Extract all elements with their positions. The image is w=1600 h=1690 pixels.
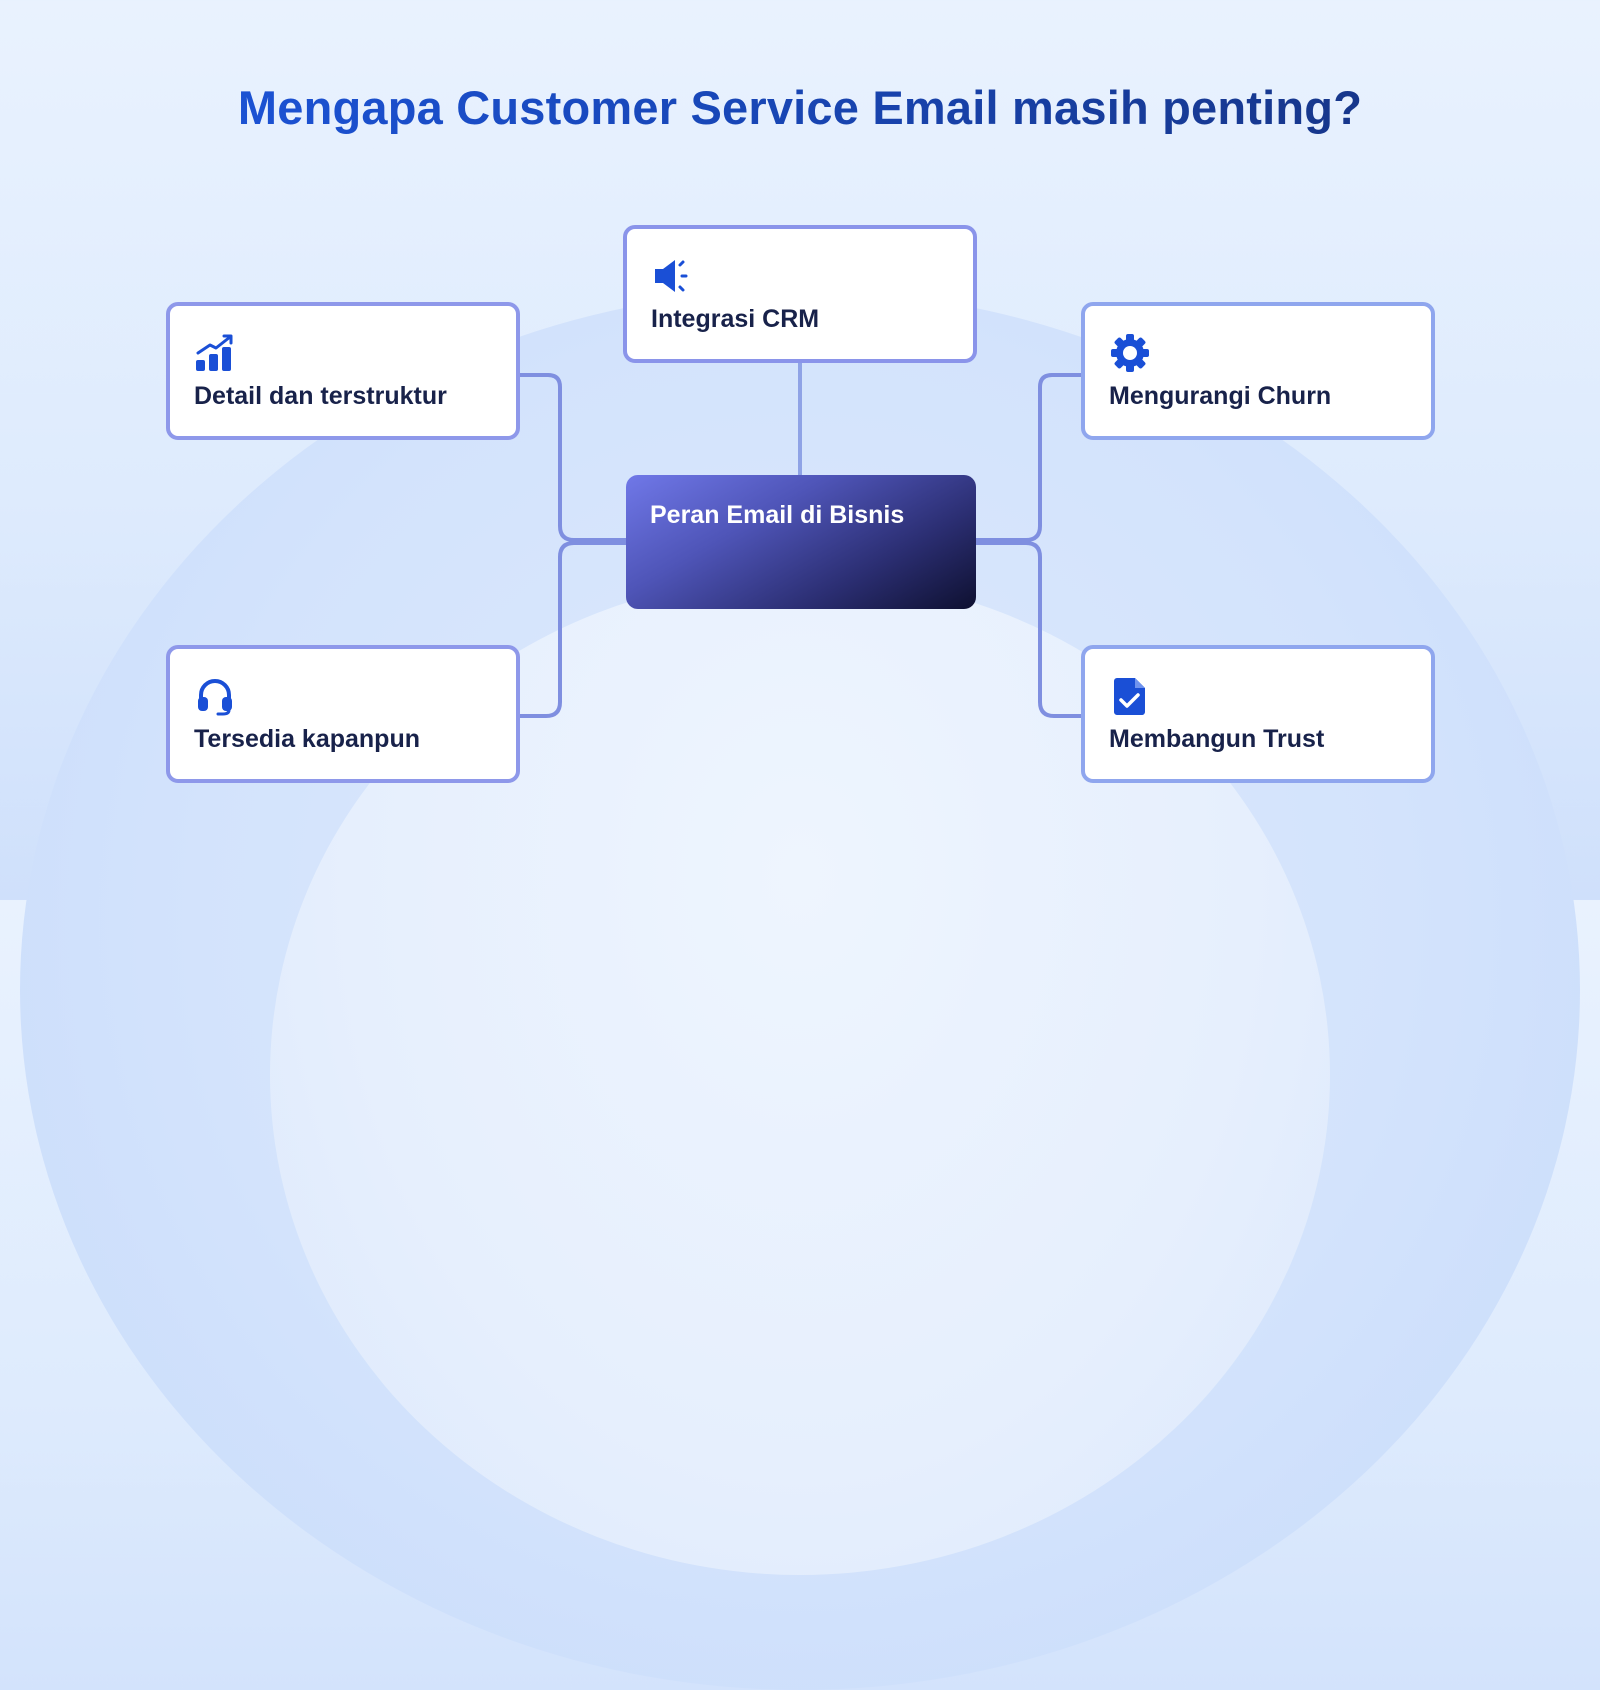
card-label: Integrasi CRM xyxy=(651,305,820,333)
connector-top-right xyxy=(974,373,1084,542)
card-integrasi-crm: Integrasi CRM xyxy=(623,225,977,363)
card-label: Mengurangi Churn xyxy=(1109,382,1332,410)
center-node-peran-email: Peran Email di Bisnis xyxy=(626,475,976,609)
card-tersedia-kapanpun: Tersedia kapanpun xyxy=(166,645,520,783)
card-label: Detail dan terstruktur xyxy=(194,382,447,410)
headset-icon xyxy=(194,675,236,717)
megaphone-icon xyxy=(651,255,693,297)
card-label: Tersedia kapanpun xyxy=(194,725,420,753)
connector-bottom-right xyxy=(974,541,1084,718)
card-label: Membangun Trust xyxy=(1109,725,1325,753)
document-check-icon xyxy=(1109,675,1151,717)
card-detail-dan-terstruktur: Detail dan terstruktur xyxy=(166,302,520,440)
center-node-label: Peran Email di Bisnis xyxy=(650,501,905,529)
connector-top-left xyxy=(518,373,628,542)
connector-bottom-left xyxy=(518,541,628,718)
gear-icon xyxy=(1109,332,1151,374)
bar-chart-growth-icon xyxy=(194,332,236,374)
card-membangun-trust: Membangun Trust xyxy=(1081,645,1435,783)
page-title: Mengapa Customer Service Email masih pen… xyxy=(0,80,1600,135)
card-mengurangi-churn: Mengurangi Churn xyxy=(1081,302,1435,440)
connector-lines xyxy=(518,361,1084,718)
